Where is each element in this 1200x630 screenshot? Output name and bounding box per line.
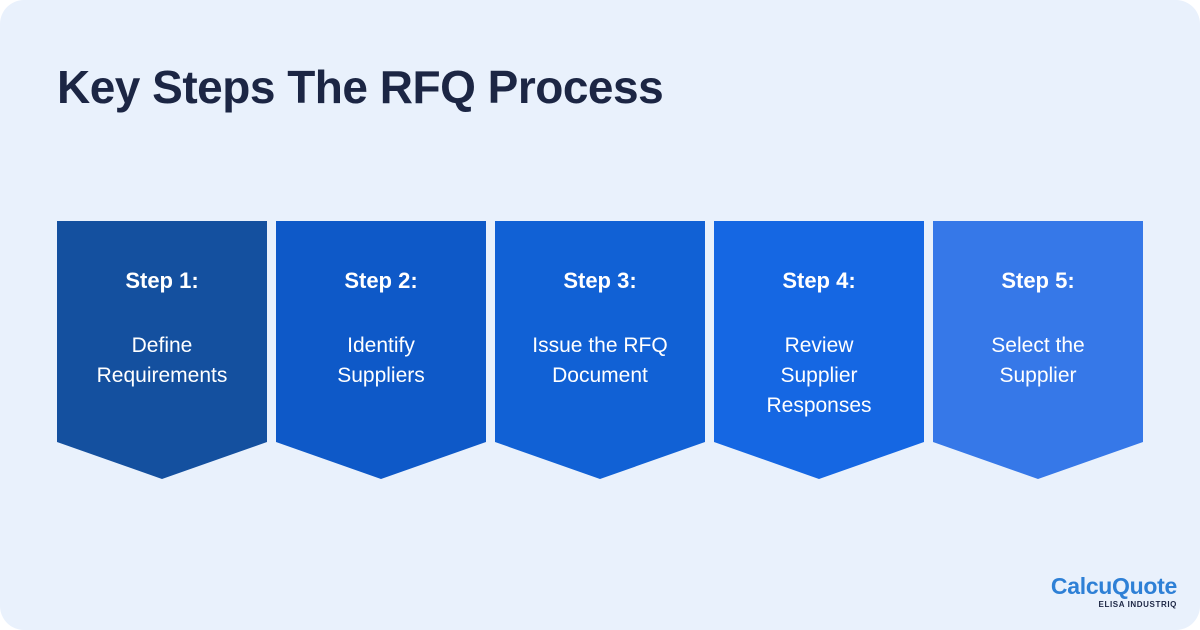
- step-5-description: Select the Supplier: [991, 334, 1085, 387]
- step-4-label: Step 4:: [782, 268, 856, 293]
- step-banner-3: Step 3: Issue the RFQ Document: [495, 221, 705, 479]
- brand-logo: CalcuQuote ELISA INDUSTRIQ: [1051, 575, 1177, 609]
- page-title: Key Steps The RFQ Process: [57, 61, 664, 113]
- step-3-label: Step 3:: [563, 268, 637, 293]
- step-banner-5: Step 5: Select the Supplier: [933, 221, 1143, 479]
- brand-wordmark: CalcuQuote: [1050, 573, 1177, 599]
- step-4-description: Review Supplier Responses: [766, 334, 872, 417]
- process-steps-row: Step 1: Define Requirements Step 2: Iden…: [57, 221, 1143, 479]
- brand-sub-wordmark: ELISA INDUSTRIQ: [1098, 600, 1177, 609]
- step-banner-4: Step 4: Review Supplier Responses: [714, 221, 924, 479]
- step-1-label: Step 1:: [125, 268, 199, 293]
- step-2-description: Identify Suppliers: [337, 334, 425, 387]
- step-5-label: Step 5:: [1001, 268, 1075, 293]
- step-2-label: Step 2:: [344, 268, 418, 293]
- step-1-description: Define Requirements: [96, 334, 228, 387]
- step-3-description: Issue the RFQ Document: [532, 334, 668, 387]
- step-banner-2: Step 2: Identify Suppliers: [276, 221, 486, 479]
- step-banner-1: Step 1: Define Requirements: [57, 221, 267, 479]
